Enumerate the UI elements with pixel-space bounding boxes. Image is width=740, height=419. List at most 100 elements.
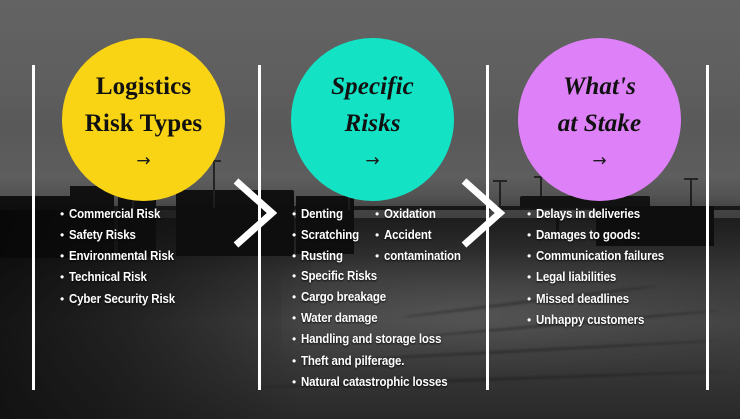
bullet-icon: •	[292, 207, 297, 221]
stage-title-line-1: What's	[563, 73, 636, 101]
list-item: • Missed deadlines	[527, 291, 675, 306]
stage-title-line-1: Specific	[331, 73, 414, 101]
stage-title-line-2: Risk Types	[84, 109, 203, 137]
list-item: • Cargo breakage	[292, 290, 460, 305]
list-item: • Damages to goods:	[527, 228, 675, 243]
list-item: • Delays in deliveries	[527, 207, 675, 221]
specific-risks-sublist-left: • Denting • Scratching • Rusting	[292, 207, 364, 271]
stage-bubble-logistics-risk-types[interactable]: Logistics Risk Types →	[62, 38, 225, 201]
bullet-icon: •	[527, 228, 532, 243]
list-item: • Water damage	[292, 312, 460, 325]
stage-bubble-specific-risks[interactable]: Specific Risks →	[291, 38, 454, 201]
photo-canopy-post-1	[556, 206, 559, 234]
stage-title-line-2: Risks	[344, 109, 401, 137]
photo-horizon	[0, 206, 740, 210]
arrow-right-icon: →	[365, 150, 380, 171]
bullet-icon: •	[527, 249, 532, 264]
list-item: • Environmental Risk	[60, 250, 184, 263]
photo-station-building	[596, 206, 714, 246]
list-item: • Denting	[292, 207, 364, 221]
bullet-icon: •	[292, 353, 297, 368]
bullet-icon: •	[375, 207, 380, 221]
bullet-icon: •	[375, 249, 380, 264]
bullet-icon: •	[60, 270, 65, 285]
list-item: • Legal liabilities	[527, 271, 675, 284]
chevron-right-icon-1	[231, 176, 277, 250]
list-item-label: Cyber Security Risk	[69, 291, 176, 306]
list-item-label: Water damage	[301, 311, 378, 326]
list-item: • Scratching	[292, 228, 364, 243]
list-item: • Accident	[375, 228, 467, 243]
divider-rule-left	[32, 65, 35, 390]
list-item: • Theft and pilferage.	[292, 353, 460, 368]
whats-at-stake-list: • Delays in deliveries • Damages to good…	[527, 207, 675, 335]
list-item-label: Handling and storage loss	[301, 332, 442, 347]
list-item-label: Denting	[301, 207, 343, 221]
bullet-icon: •	[292, 374, 297, 389]
list-item: • Rusting	[292, 250, 364, 263]
specific-risks-list: • Specific Risks • Cargo breakage • Wate…	[292, 269, 460, 397]
list-item: • Cyber Security Risk	[60, 291, 184, 306]
bullet-icon: •	[527, 207, 532, 221]
list-item-label: Environmental Risk	[69, 249, 174, 264]
list-item-label: contamination	[384, 249, 461, 264]
bullet-icon: •	[292, 332, 297, 347]
photo-ground-sheen	[281, 251, 740, 378]
list-item: • Specific Risks	[292, 269, 460, 283]
bullet-icon: •	[527, 312, 532, 327]
list-item-label: Communication failures	[536, 249, 664, 264]
list-item-label: Specific Risks	[301, 269, 378, 283]
bullet-icon: •	[527, 270, 532, 285]
list-item: • Safety Risks	[60, 228, 184, 243]
list-item-label: Safety Risks	[69, 228, 136, 243]
photo-light-pole-6-arm	[684, 178, 698, 180]
list-item-label: Rusting	[301, 249, 343, 264]
stage-bubble-whats-at-stake[interactable]: What's at Stake →	[518, 38, 681, 201]
list-item: • Unhappy customers	[527, 312, 675, 327]
list-item: • Commercial Risk	[60, 207, 184, 221]
list-item-label: Accident	[384, 228, 432, 243]
list-item: • Oxidation	[375, 207, 467, 221]
list-item: • Natural catastrophic losses	[292, 374, 460, 389]
stage-title-line-2: at Stake	[557, 109, 642, 137]
list-item-label: Commercial Risk	[69, 207, 161, 221]
list-item: • Technical Risk	[60, 271, 184, 284]
arrow-right-icon: →	[592, 150, 607, 171]
photo-light-pole-4	[499, 180, 501, 218]
list-item-label: Legal liabilities	[536, 270, 617, 285]
photo-light-pole-2-arm	[207, 160, 221, 162]
bullet-icon: •	[292, 311, 297, 326]
list-item: • contamination	[375, 250, 467, 263]
bullet-icon: •	[60, 207, 65, 221]
list-item-label: Missed deadlines	[536, 291, 630, 306]
risk-types-list: • Commercial Risk • Safety Risks • Envir…	[60, 207, 184, 314]
photo-fuel-canopy	[520, 196, 650, 208]
photo-light-pole-4-arm	[493, 180, 507, 182]
bullet-icon: •	[292, 228, 297, 243]
specific-risks-sublist-right: • Oxidation • Accident • contamination	[375, 207, 467, 271]
bullet-icon: •	[60, 291, 65, 306]
bullet-icon: •	[60, 249, 65, 264]
list-item-label: Technical Risk	[69, 270, 147, 285]
list-item-label: Cargo breakage	[301, 290, 386, 305]
bullet-icon: •	[527, 291, 532, 306]
bullet-icon: •	[292, 290, 297, 305]
list-item-label: Damages to goods:	[536, 228, 641, 243]
list-item-label: Delays in deliveries	[536, 207, 641, 221]
photo-light-pole-6	[690, 178, 692, 218]
bullet-icon: •	[375, 228, 380, 243]
divider-rule-right	[706, 65, 709, 390]
stage-title-line-1: Logistics	[95, 73, 192, 101]
list-item-label: Theft and pilferage.	[301, 353, 405, 368]
list-item: • Handling and storage loss	[292, 333, 460, 346]
arrow-right-icon: →	[136, 150, 151, 171]
list-item-label: Unhappy customers	[536, 312, 645, 327]
list-item-label: Natural catastrophic losses	[301, 374, 448, 389]
list-item: • Communication failures	[527, 250, 675, 263]
list-item-label: Scratching	[301, 228, 360, 243]
list-item-label: Oxidation	[384, 207, 436, 221]
bullet-icon: •	[292, 269, 297, 283]
chevron-right-icon-2	[459, 176, 505, 250]
photo-light-pole-2	[213, 160, 215, 208]
